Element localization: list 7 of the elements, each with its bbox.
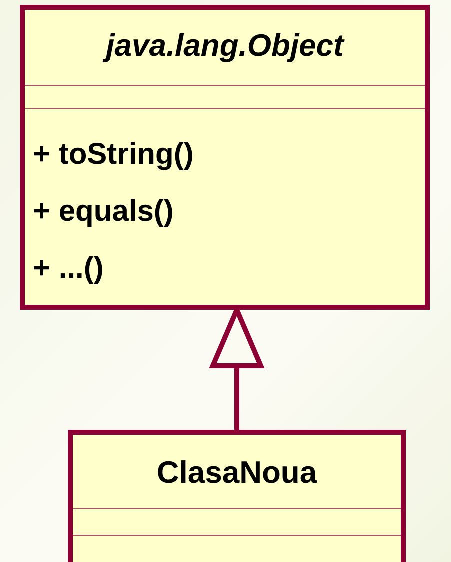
method-name: + equals() [33, 195, 174, 229]
class-name: ClasaNoua [156, 455, 318, 491]
class-box [68, 430, 406, 562]
method-name: + ...() [33, 252, 104, 286]
inheritance-arrow [210, 308, 264, 430]
class-box [20, 5, 430, 310]
method-name: + toString() [33, 138, 194, 172]
